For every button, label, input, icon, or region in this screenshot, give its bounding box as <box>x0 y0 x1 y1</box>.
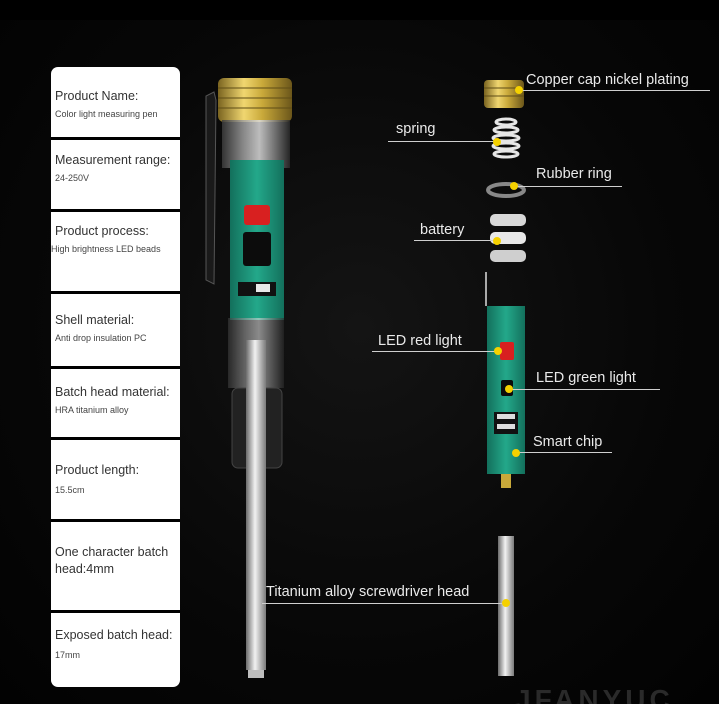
spec-value: HRA titanium alloy <box>55 405 129 415</box>
marker-dot <box>494 347 502 355</box>
callout-line <box>388 141 500 142</box>
callout-line <box>262 603 508 604</box>
marker-dot <box>505 385 513 393</box>
spec-label: Batch head material: <box>55 385 170 399</box>
spec-value: High brightness LED beads <box>51 244 161 254</box>
spec-label: Product process: <box>55 224 149 238</box>
callout-line <box>516 452 612 453</box>
spring-part <box>491 117 521 159</box>
spec-divider <box>51 437 180 440</box>
watermark: JFANYUC <box>515 684 674 704</box>
spec-row-product-length: Product length: 15.5cm <box>51 463 180 496</box>
marker-dot <box>502 599 510 607</box>
spec-divider <box>51 610 180 613</box>
spec-divider <box>51 137 180 140</box>
spec-label: Product Name: <box>55 89 139 103</box>
spec-divider <box>51 519 180 522</box>
marker-dot <box>493 138 501 146</box>
spec-row-product-name: Product Name: Color light measuring pen <box>51 89 180 120</box>
callout-spring: spring <box>396 121 436 137</box>
spec-value: 15.5cm <box>55 485 85 495</box>
exploded-pen <box>484 80 526 676</box>
spec-divider <box>51 366 180 369</box>
spec-label: Shell material: <box>55 313 135 327</box>
marker-dot <box>512 449 520 457</box>
assembled-pen <box>205 78 292 678</box>
spec-card: Product Name: Color light measuring pen … <box>51 67 180 687</box>
copper-cap-part <box>484 80 524 108</box>
pen-clip <box>205 91 217 285</box>
spec-divider <box>51 291 180 294</box>
spec-row-batch-head-material: Batch head material: HRA titanium alloy <box>51 385 180 416</box>
spec-value: 17mm <box>55 650 81 660</box>
pen-cap <box>218 78 292 122</box>
callout-line <box>514 186 622 187</box>
spec-row-shell-material: Shell material: Anti drop insulation PC <box>51 313 180 344</box>
rubber-ring-part <box>486 182 526 198</box>
spec-value: head:4mm <box>55 562 115 576</box>
callout-smart-chip: Smart chip <box>533 434 603 450</box>
callout-line <box>520 90 710 91</box>
spec-label: Measurement range: <box>55 153 171 167</box>
callout-battery: battery <box>420 222 465 238</box>
marker-dot <box>493 237 501 245</box>
spec-value: Color light measuring pen <box>55 109 158 119</box>
callout-led-red: LED red light <box>378 333 462 349</box>
callout-rubber-ring: Rubber ring <box>536 166 612 182</box>
spec-row-character-batch-head: One character batch head:4mm <box>51 545 180 577</box>
callout-line <box>510 389 660 390</box>
spec-row-exposed-batch-head: Exposed batch head: 17mm <box>51 628 180 661</box>
top-bar <box>0 0 719 20</box>
spec-label: One character batch <box>55 545 169 559</box>
pen-shaft <box>246 340 266 670</box>
callout-line <box>414 240 498 241</box>
spec-row-measurement-range: Measurement range: 24-250V <box>51 153 180 184</box>
spec-label: Product length: <box>55 463 140 477</box>
marker-dot <box>510 182 518 190</box>
spec-divider <box>51 209 180 212</box>
spec-label: Exposed batch head: <box>55 628 173 642</box>
callout-line <box>372 351 500 352</box>
marker-dot <box>515 86 523 94</box>
callout-copper-cap: Copper cap nickel plating <box>526 72 689 88</box>
callout-screwdriver-head: Titanium alloy screwdriver head <box>266 584 470 600</box>
spec-value: Anti drop insulation PC <box>55 333 147 343</box>
callout-led-green: LED green light <box>536 370 636 386</box>
spec-row-product-process: Product process: High brightness LED bea… <box>51 224 180 255</box>
spec-value: 24-250V <box>55 173 90 183</box>
